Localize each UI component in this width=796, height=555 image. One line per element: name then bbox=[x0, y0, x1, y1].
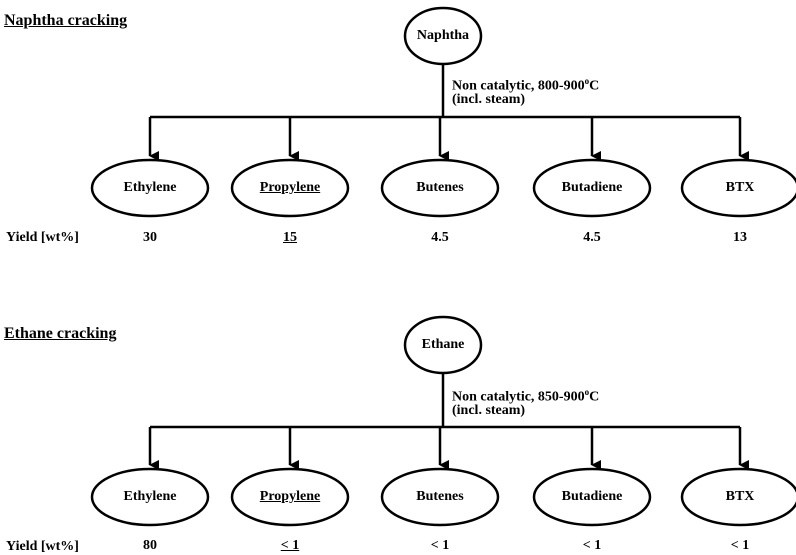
product-label: Butenes bbox=[416, 180, 464, 195]
product-label: Propylene bbox=[259, 489, 321, 504]
product-node bbox=[90, 467, 210, 527]
product-label: BTX bbox=[725, 489, 755, 504]
product-label: Butadiene bbox=[561, 180, 623, 195]
product-node bbox=[380, 158, 500, 218]
yield-value: 30 bbox=[143, 230, 157, 245]
yield-label-naphtha: Yield [wt%] bbox=[6, 230, 79, 245]
yield-value: < 1 bbox=[430, 538, 450, 553]
product-node bbox=[230, 467, 350, 527]
product-node bbox=[90, 158, 210, 218]
yield-value: < 1 bbox=[730, 538, 750, 553]
yield-value: 80 bbox=[143, 538, 157, 553]
condition-degree: o bbox=[584, 76, 590, 86]
product-label: Ethylene bbox=[123, 180, 177, 195]
yield-value: 15 bbox=[283, 230, 297, 245]
product-label: Propylene bbox=[259, 180, 321, 195]
yield-value: < 1 bbox=[280, 538, 300, 553]
condition-text-ethane: Non catalytic, 850-900oC bbox=[452, 384, 599, 406]
product-node bbox=[380, 467, 500, 527]
feed-label: Naphtha bbox=[416, 28, 470, 43]
yield-value: 4.5 bbox=[431, 230, 449, 245]
section-title-naphtha: Naphtha cracking bbox=[4, 12, 128, 29]
product-node bbox=[230, 158, 350, 218]
condition-suffix: C bbox=[589, 78, 600, 94]
product-label: Butadiene bbox=[561, 489, 623, 504]
condition-suffix: C bbox=[589, 389, 600, 405]
product-node bbox=[532, 158, 652, 218]
condition-line2-naphtha: (incl. steam) bbox=[452, 92, 526, 107]
product-node bbox=[532, 467, 652, 527]
yield-value: 4.5 bbox=[583, 230, 601, 245]
product-node bbox=[680, 158, 796, 218]
condition-prefix: Non catalytic, 800-900 bbox=[452, 78, 585, 94]
condition-prefix: Non catalytic, 850-900 bbox=[452, 389, 585, 405]
condition-degree: o bbox=[584, 387, 590, 397]
product-node bbox=[680, 467, 796, 527]
product-label: Ethylene bbox=[123, 489, 177, 504]
yield-value: 13 bbox=[733, 230, 747, 245]
product-label: Butenes bbox=[416, 489, 464, 504]
yield-value: < 1 bbox=[582, 538, 602, 553]
condition-text-naphtha: Non catalytic, 800-900oC bbox=[452, 73, 599, 95]
section-title-ethane: Ethane cracking bbox=[4, 325, 117, 342]
condition-line2-ethane: (incl. steam) bbox=[452, 403, 526, 418]
feed-label: Ethane bbox=[421, 337, 465, 352]
product-label: BTX bbox=[725, 180, 755, 195]
yield-label-ethane: Yield [wt%] bbox=[6, 539, 79, 554]
